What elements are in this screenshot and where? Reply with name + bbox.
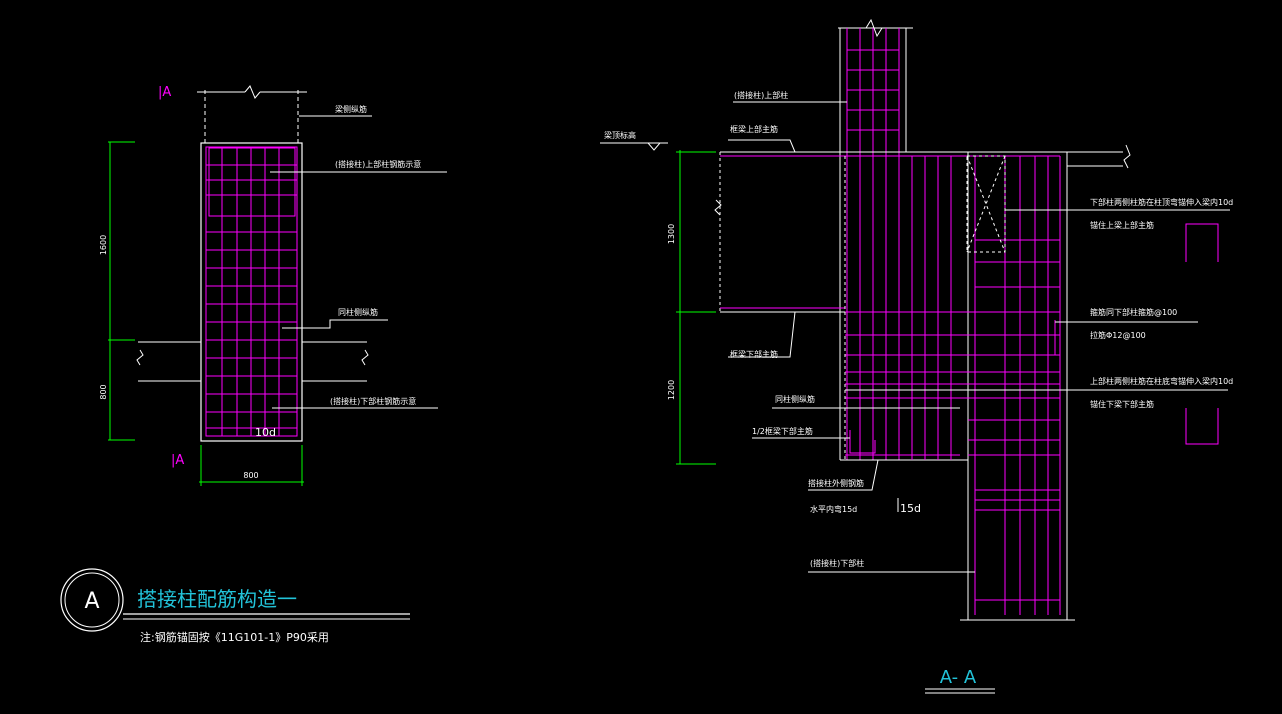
- left-detail: 1600 800 800 |A |A 梁侧纵筋 (搭接柱)上部柱钢筋示意 同柱侧…: [99, 85, 447, 486]
- title-block: A 搭接柱配筋构造一 注:钢筋锚固按《11G101-1》P90采用: [60, 568, 410, 644]
- label-upper-col: (搭接柱)上部柱: [734, 90, 788, 100]
- label-stirrup: 箍筋同下部柱箍筋@100: [1090, 307, 1177, 317]
- label-frame-beam-top: 框梁上部主筋: [730, 124, 778, 134]
- dimensions-left: [108, 141, 304, 486]
- upper-column-dashed: [197, 85, 307, 143]
- label-half-beam: 1/2框梁下部主筋: [752, 426, 813, 436]
- label-beam-top-elev: 梁顶标高: [604, 130, 636, 140]
- beam-rebar: [720, 155, 1061, 615]
- leaders-left: [270, 115, 447, 409]
- beam-outline: [714, 144, 1131, 621]
- section-title: A- A: [940, 667, 977, 688]
- elevation-marker: [600, 142, 668, 151]
- dim-1200: 1200: [667, 380, 676, 400]
- label-outer-side-1: 搭接柱外侧钢筋: [808, 478, 864, 488]
- beam-lines: [136, 341, 369, 382]
- label-frame-beam-bottom: 框梁下部主筋: [730, 349, 778, 359]
- label-same-col-right: 同柱侧纵筋: [775, 394, 815, 404]
- label-lower-col-rebar: (搭接柱)下部柱钢筋示意: [330, 396, 416, 406]
- label-anchor-top-2: 锚住上梁上部主筋: [1090, 220, 1154, 230]
- dim-15d: 15d: [900, 502, 921, 515]
- label-same-col: 同柱侧纵筋: [338, 307, 378, 317]
- cut-label-top: |A: [158, 85, 171, 100]
- hook-symbols: [1185, 223, 1219, 445]
- label-beam-side: 梁侧纵筋: [335, 104, 367, 114]
- leaders-right: [728, 101, 1230, 573]
- title-circle: [60, 568, 124, 632]
- dashed-cross-box: [844, 155, 1006, 460]
- label-tie: 拉筋Φ12@100: [1090, 330, 1146, 340]
- dimensions-right: [676, 150, 716, 465]
- dim-1300: 1300: [667, 224, 676, 244]
- upper-column: [838, 18, 913, 460]
- detail-note: 注:钢筋锚固按《11G101-1》P90采用: [140, 630, 329, 644]
- title-circle-letter: A: [84, 589, 99, 614]
- label-anchor-bot-2: 锚住下梁下部主筋: [1090, 399, 1154, 409]
- detail-title: 搭接柱配筋构造一: [137, 587, 297, 611]
- label-anchor-top-1: 下部柱两侧柱筋在柱顶弯锚伸入梁内10d: [1090, 197, 1233, 207]
- cut-label-bottom: |A: [171, 453, 184, 468]
- column-outline: [200, 142, 303, 442]
- dim-800-vertical: 800: [99, 384, 108, 399]
- dim-800-horizontal: 800: [243, 471, 258, 480]
- dim-1600: 1600: [99, 235, 108, 255]
- label-anchor-bot-1: 上部柱两侧柱筋在柱底弯锚伸入梁内10d: [1090, 376, 1233, 386]
- rebar-cage: [205, 146, 298, 437]
- section-aa: 1300 1200 (搭接柱)上部柱 梁顶标高 框: [600, 18, 1233, 694]
- label-outer-side-2: 水平内弯15d: [810, 504, 857, 514]
- label-upper-col-rebar: (搭接柱)上部柱钢筋示意: [335, 159, 421, 169]
- dim-10d: 10d: [255, 426, 276, 439]
- label-lower-col: (搭接柱)下部柱: [810, 558, 864, 568]
